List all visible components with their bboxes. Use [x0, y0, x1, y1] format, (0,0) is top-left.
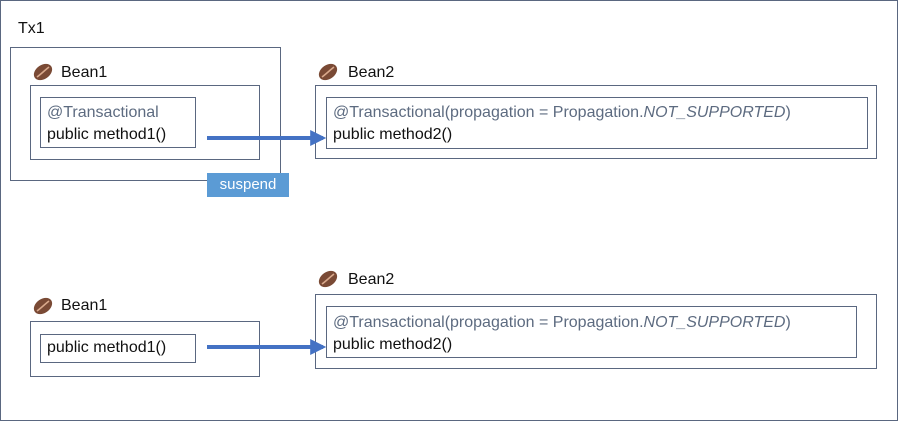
annotation-suffix: ) — [785, 314, 791, 331]
top-method1-box — [40, 97, 196, 148]
bottom-method1-box — [40, 334, 196, 363]
bottom-method2-annotation: @Transactional(propagation = Propagation… — [333, 313, 791, 333]
top-bean1-label: Bean1 — [61, 64, 108, 81]
annotation-mode: NOT_SUPPORTED — [643, 104, 786, 121]
bottom-bean2-label: Bean2 — [348, 271, 395, 288]
annotation-mode: NOT_SUPPORTED — [643, 314, 786, 331]
top-method2-signature: public method2() — [333, 126, 453, 143]
suspend-badge: suspend — [207, 173, 289, 197]
annotation-suffix: ) — [785, 104, 791, 121]
bottom-bean1-label: Bean1 — [61, 297, 108, 314]
top-method1-annotation: @Transactional — [47, 104, 159, 121]
bottom-method2-box — [326, 306, 857, 358]
bottom-method2-signature: public method2() — [333, 336, 453, 353]
top-method2-box — [326, 97, 868, 149]
top-bean2-label: Bean2 — [348, 64, 395, 81]
coffee-bean-icon — [318, 63, 338, 81]
bottom-method1-signature: public method1() — [47, 339, 167, 356]
top-method1-signature: public method1() — [47, 126, 167, 143]
coffee-bean-icon — [318, 270, 338, 288]
top-method2-annotation: @Transactional(propagation = Propagation… — [333, 103, 791, 123]
annotation-prefix: @Transactional(propagation = Propagation… — [333, 314, 644, 331]
coffee-bean-icon — [33, 63, 53, 81]
annotation-prefix: @Transactional(propagation = Propagation… — [333, 104, 644, 121]
coffee-bean-icon — [33, 297, 53, 315]
tx1-label: Tx1 — [18, 20, 45, 37]
